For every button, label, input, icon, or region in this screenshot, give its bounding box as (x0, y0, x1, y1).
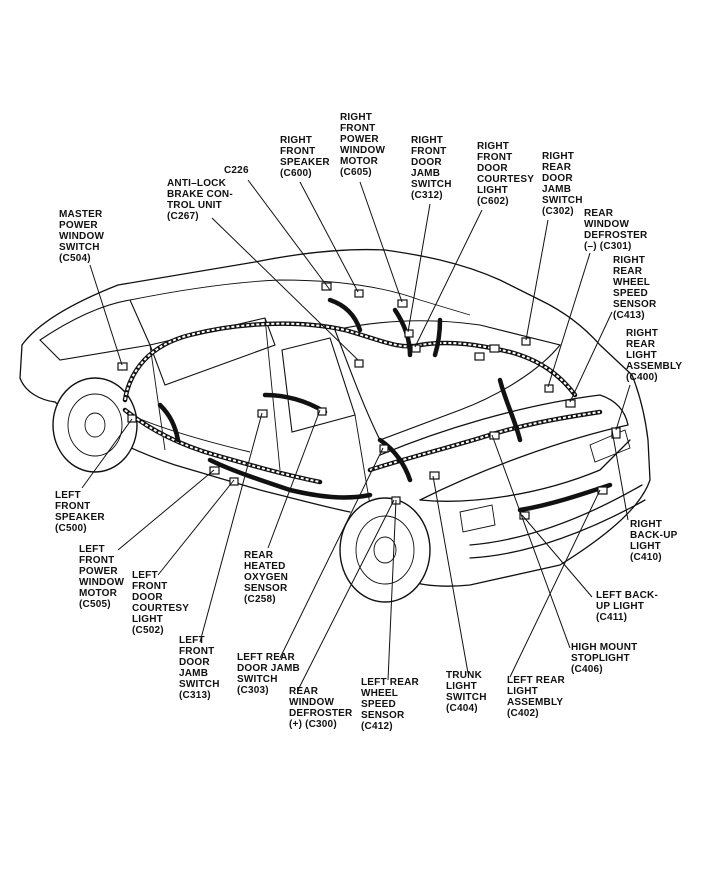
leader-c504 (89, 264, 123, 366)
callout-c406: HIGH MOUNT STOPLIGHT (C406) (571, 642, 638, 675)
leader-c406 (491, 434, 571, 649)
callout-c303: LEFT REAR DOOR JAMB SWITCH (C303) (237, 652, 300, 696)
callout-c400: RIGHT REAR LIGHT ASSEMBLY (C400) (626, 328, 683, 383)
callout-c258: REAR HEATED OXYGEN SENSOR (C258) (244, 550, 288, 605)
wiring-harness (122, 297, 613, 513)
leader-c500 (81, 418, 133, 489)
leader-c502 (157, 479, 235, 576)
leader-c411 (521, 514, 593, 598)
leader-c300 (297, 499, 395, 691)
wheels (52, 377, 431, 603)
front-wheel (52, 377, 138, 473)
callout-c302: RIGHT REAR DOOR JAMB SWITCH (C302) (542, 151, 583, 217)
callout-c502: LEFT FRONT DOOR COURTESY LIGHT (C502) (132, 570, 190, 636)
leader-c402 (509, 489, 601, 678)
callout-c226: C226 (224, 165, 249, 176)
leader-c400 (615, 384, 631, 431)
leader-c600 (299, 181, 359, 293)
leader-c313 (199, 412, 263, 643)
callout-c301: REAR WINDOW DEFROSTER (–) (C301) (584, 208, 648, 252)
callout-c411: LEFT BACK- UP LIGHT (C411) (596, 590, 658, 623)
leader-lines (81, 179, 631, 691)
leader-c258 (267, 409, 321, 549)
callout-c410: RIGHT BACK-UP LIGHT (C410) (630, 519, 678, 563)
leader-c412 (387, 499, 397, 681)
leader-c302 (525, 219, 549, 341)
callout-c600: RIGHT FRONT SPEAKER (C600) (280, 135, 330, 179)
leader-c226 (247, 179, 331, 291)
leader-c505 (117, 469, 215, 551)
callout-c605: RIGHT FRONT POWER WINDOW MOTOR (C605) (340, 112, 386, 178)
leader-c312 (407, 203, 431, 333)
callout-c413: RIGHT REAR WHEEL SPEED SENSOR (C413) (613, 255, 657, 321)
callout-c402: LEFT REAR LIGHT ASSEMBLY (C402) (507, 675, 565, 719)
callout-c602: RIGHT FRONT DOOR COURTESY LIGHT (C602) (477, 141, 535, 207)
callout-c300: REAR WINDOW DEFROSTER (+) (C300) (289, 686, 353, 730)
callout-c404: TRUNK LIGHT SWITCH (C404) (446, 670, 487, 714)
callout-c313: LEFT FRONT DOOR JAMB SWITCH (C313) (179, 635, 220, 701)
callout-c312: RIGHT FRONT DOOR JAMB SWITCH (C312) (411, 135, 452, 201)
leader-c404 (432, 475, 469, 674)
leader-c410 (611, 429, 629, 521)
leader-c267 (211, 217, 359, 361)
leader-c605 (359, 181, 403, 303)
connectors (117, 282, 621, 520)
callout-c505: LEFT FRONT POWER WINDOW MOTOR (C505) (79, 544, 125, 610)
callout-c412: LEFT REAR WHEEL SPEED SENSOR (C412) (361, 677, 419, 732)
leader-c602 (414, 209, 483, 348)
leader-c303 (279, 447, 384, 659)
callout-c267: ANTI–LOCK BRAKE CON- TROL UNIT (C267) (167, 178, 233, 222)
leader-c413 (569, 311, 613, 403)
callout-c500: LEFT FRONT SPEAKER (C500) (55, 490, 105, 534)
callout-c504: MASTER POWER WINDOW SWITCH (C504) (59, 209, 105, 264)
leader-c301 (547, 252, 591, 388)
rear-wheel (339, 497, 431, 603)
